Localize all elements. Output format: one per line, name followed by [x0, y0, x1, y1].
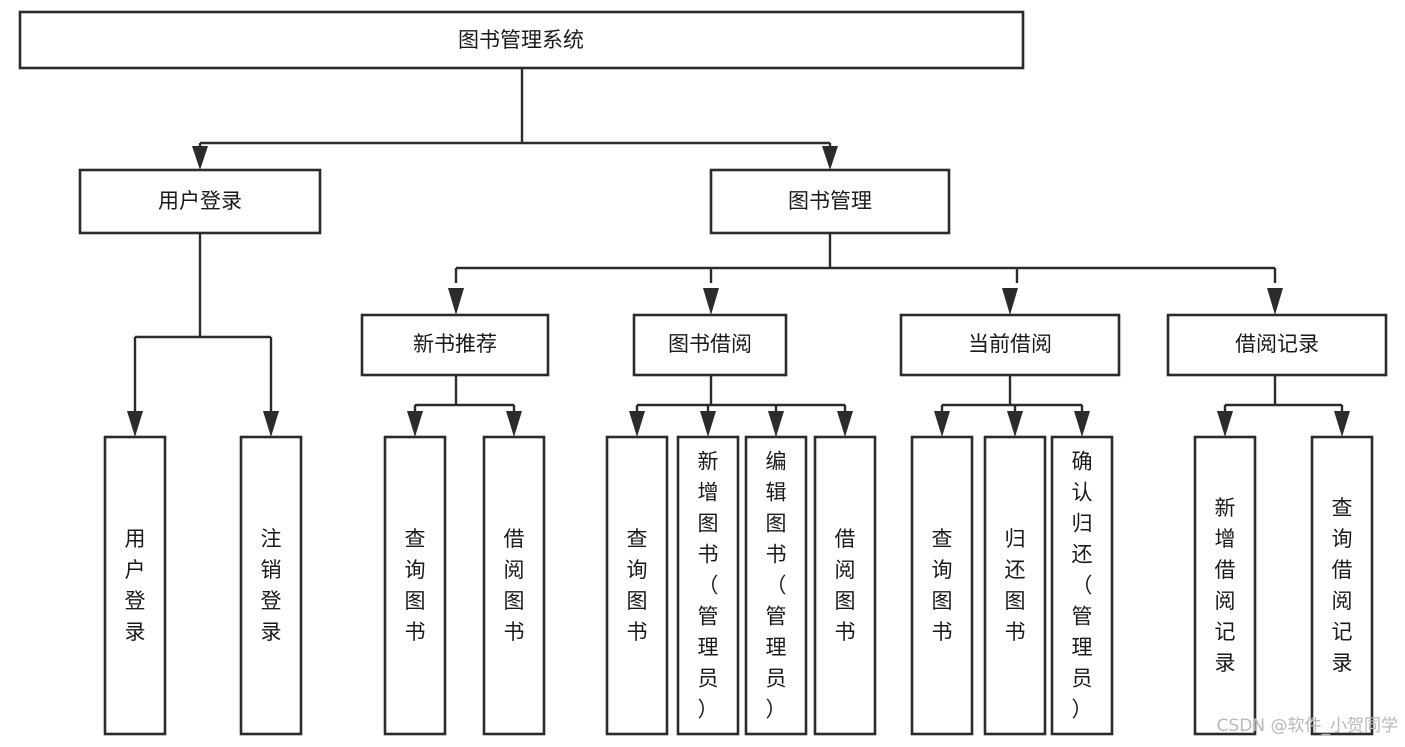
node-leaf-return-book[interactable]: 归还图书 [983, 435, 1047, 736]
node-book-management-box[interactable] [709, 168, 951, 235]
node-borrow-record[interactable]: 借阅记录 [1166, 313, 1388, 377]
arrow-to-leaf-add-book-admin [700, 411, 716, 437]
arrow-to-leaf-borrow-book [837, 411, 853, 437]
node-leaf-confirm-return-admin[interactable]: 确认归还（管理员） [1050, 435, 1114, 736]
arrow-to-leaf-logout [263, 411, 279, 437]
node-book-borrow-label: 图书借阅 [668, 332, 752, 356]
node-leaf-query-book-borrow-box[interactable] [605, 435, 669, 736]
node-root-label: 图书管理系统 [458, 28, 584, 52]
leaf-nodes-group: 用户登录 注销登录 查询图书 借阅图书 查询图书 新增图书（管理员） 编辑图书（管理员） 借阅… [103, 435, 1374, 736]
node-leaf-add-borrow-record-box[interactable] [1193, 435, 1257, 736]
node-leaf-user-login-label: 用户登录 [125, 527, 146, 644]
node-book-management[interactable]: 图书管理 [709, 168, 951, 235]
node-leaf-query-borrow-record[interactable]: 查询借阅记录 [1310, 435, 1374, 736]
node-root[interactable]: 图书管理系统 [18, 10, 1025, 70]
node-leaf-query-book-current[interactable]: 查询图书 [910, 435, 974, 736]
node-leaf-edit-book-admin[interactable]: 编辑图书（管理员） [744, 435, 808, 736]
node-user-login-box[interactable] [78, 168, 322, 235]
arrow-to-leaf-borrow-book-recommend [506, 411, 522, 437]
node-leaf-user-login-box[interactable] [103, 435, 167, 736]
node-leaf-add-borrow-record-label: 新增借阅记录 [1215, 496, 1236, 675]
node-current-borrow[interactable]: 当前借阅 [899, 313, 1121, 377]
node-borrow-record-box[interactable] [1166, 313, 1388, 377]
node-borrow-record-label: 借阅记录 [1235, 332, 1319, 356]
csdn-watermark: CSDN @软件_小贺同学 [1217, 716, 1398, 736]
node-leaf-logout[interactable]: 注销登录 [239, 435, 303, 736]
nodes-layer: 图书管理系统 用户登录 图书管理 新书推荐 图书借阅 当前 [18, 10, 1388, 736]
node-leaf-query-book-recommend-label: 查询图书 [405, 527, 426, 644]
node-leaf-query-book-borrow-label: 查询图书 [627, 527, 648, 644]
node-leaf-confirm-return-admin-label: 确认归还（管理员） [1072, 450, 1093, 722]
connectors-layer [127, 68, 1350, 437]
node-leaf-query-book-recommend[interactable]: 查询图书 [383, 435, 447, 736]
node-leaf-query-borrow-record-box[interactable] [1310, 435, 1374, 736]
connector-book-management-trunk [454, 233, 1277, 283]
arrow-to-leaf-edit-book-admin [768, 411, 784, 437]
arrow-to-leaf-user-login [127, 411, 143, 437]
node-leaf-borrow-book-box[interactable] [813, 435, 877, 736]
node-leaf-return-book-label: 归还图书 [1005, 527, 1026, 644]
node-leaf-logout-box[interactable] [239, 435, 303, 736]
connector-root-trunk [198, 68, 832, 157]
connector-user-login-trunk [133, 233, 273, 412]
node-current-borrow-box[interactable] [899, 313, 1121, 377]
arrow-to-leaf-confirm-return-admin [1074, 411, 1090, 437]
arrow-to-borrow-record [1267, 288, 1283, 315]
node-leaf-add-book-admin[interactable]: 新增图书（管理员） [676, 435, 740, 736]
node-leaf-logout-label: 注销登录 [261, 527, 282, 644]
node-book-borrow[interactable]: 图书借阅 [632, 313, 788, 377]
arrow-to-book-management [822, 146, 838, 170]
connector-new-book-recommend-trunk [413, 375, 516, 412]
node-leaf-query-book-current-box[interactable] [910, 435, 974, 736]
node-leaf-borrow-book-recommend-label: 借阅图书 [504, 527, 525, 644]
node-leaf-edit-book-admin-box[interactable] [744, 435, 808, 736]
node-leaf-borrow-book-recommend[interactable]: 借阅图书 [482, 435, 546, 736]
node-book-management-label: 图书管理 [788, 189, 872, 213]
node-leaf-add-book-admin-label: 新增图书（管理员） [698, 450, 719, 722]
arrow-to-leaf-query-book-current [934, 411, 950, 437]
node-user-login-label: 用户登录 [158, 189, 242, 213]
arrow-to-user-login [192, 146, 208, 170]
node-leaf-user-login[interactable]: 用户登录 [103, 435, 167, 736]
node-leaf-borrow-book[interactable]: 借阅图书 [813, 435, 877, 736]
node-leaf-confirm-return-admin-box[interactable] [1050, 435, 1114, 736]
arrow-to-leaf-query-book-borrow [629, 411, 645, 437]
node-leaf-query-book-borrow[interactable]: 查询图书 [605, 435, 669, 736]
node-leaf-add-book-admin-box[interactable] [676, 435, 740, 736]
arrow-to-leaf-return-book [1007, 411, 1023, 437]
arrow-to-leaf-query-book-recommend [407, 411, 423, 437]
arrow-to-new-book-recommend [448, 288, 464, 315]
node-leaf-add-borrow-record[interactable]: 新增借阅记录 [1193, 435, 1257, 736]
node-new-book-recommend-label: 新书推荐 [413, 332, 497, 356]
node-current-borrow-label: 当前借阅 [968, 332, 1052, 356]
node-leaf-query-book-current-label: 查询图书 [932, 527, 953, 644]
connector-book-borrow-trunk [635, 375, 847, 412]
node-leaf-borrow-book-recommend-box[interactable] [482, 435, 546, 736]
arrow-to-current-borrow [1002, 288, 1018, 315]
node-book-borrow-box[interactable] [632, 313, 788, 377]
node-leaf-query-borrow-record-label: 查询借阅记录 [1332, 496, 1353, 675]
node-leaf-borrow-book-label: 借阅图书 [835, 527, 856, 644]
connector-current-borrow-trunk [940, 375, 1084, 412]
node-user-login[interactable]: 用户登录 [78, 168, 322, 235]
node-root-box[interactable] [18, 10, 1025, 70]
node-leaf-query-book-recommend-box[interactable] [383, 435, 447, 736]
node-new-book-recommend-box[interactable] [360, 313, 550, 377]
arrow-to-leaf-add-borrow-record [1217, 411, 1233, 437]
node-leaf-return-book-box[interactable] [983, 435, 1047, 736]
node-new-book-recommend[interactable]: 新书推荐 [360, 313, 550, 377]
connector-borrow-record-trunk [1223, 375, 1344, 412]
arrow-to-leaf-query-borrow-record [1334, 411, 1350, 437]
arrow-to-book-borrow [703, 288, 719, 315]
node-leaf-edit-book-admin-label: 编辑图书（管理员） [766, 450, 787, 722]
